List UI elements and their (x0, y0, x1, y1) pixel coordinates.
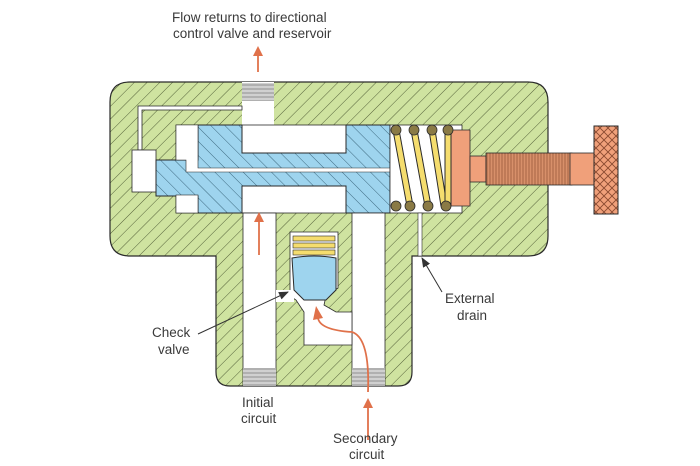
flow-arrows (253, 46, 373, 440)
flow-returns-label-line1: Flow returns to directional (172, 10, 327, 25)
secondary-circuit-label-line1: Secondary (333, 431, 398, 446)
spring (390, 124, 454, 212)
adjusting-screw-neck (569, 152, 595, 186)
check-valve-spring (292, 235, 336, 256)
check-valve-label-line1: Check (152, 325, 191, 340)
adjusting-screw-shank (469, 155, 487, 183)
initial-circuit-label-line1: Initial (242, 395, 274, 410)
initial-port-thread (243, 368, 276, 386)
check-valve-leader (197, 291, 289, 335)
secondary-channel (351, 212, 386, 387)
spool-pilot-passage (175, 124, 391, 173)
external-drain-leader (421, 257, 443, 293)
adjusting-screw-thread (485, 152, 573, 186)
initial-circuit-label-line2: circuit (241, 411, 277, 426)
adjusting-knob[interactable] (593, 125, 619, 215)
external-drain-label-line1: External (445, 291, 495, 306)
secondary-circuit-label-line2: circuit (349, 447, 385, 462)
check-valve-label-line2: valve (158, 342, 190, 357)
top-port-thread (242, 83, 274, 101)
check-valve-poppet (291, 255, 337, 301)
left-cavity (131, 149, 157, 193)
spring-seat (449, 129, 471, 207)
external-drain-label-line2: drain (457, 308, 487, 323)
flow-returns-label-line2: control valve and reservoir (173, 26, 332, 41)
external-drain-passage (417, 212, 423, 257)
